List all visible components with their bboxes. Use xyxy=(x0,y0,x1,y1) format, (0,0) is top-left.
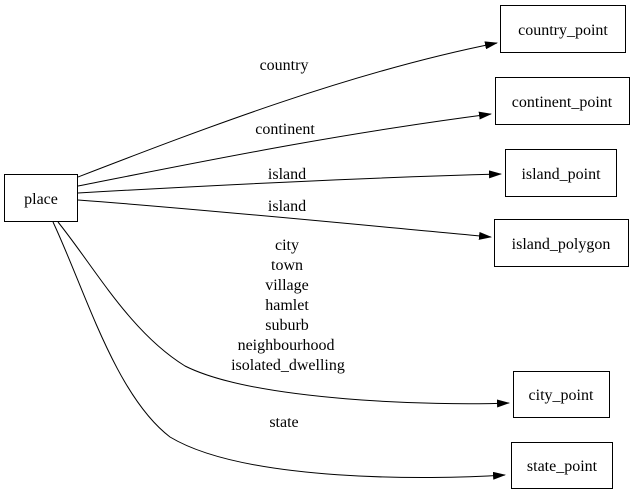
node-island-polygon: island_polygon xyxy=(494,219,629,267)
node-state-point-box xyxy=(511,442,613,489)
node-island-polygon-label: island_polygon xyxy=(512,236,611,253)
node-continent-point-box xyxy=(495,77,630,125)
node-continent-point-label: continent_point xyxy=(512,94,613,111)
node-country-point-box xyxy=(500,5,626,53)
edge-place-continent-point xyxy=(77,111,492,187)
edge-place-state-point xyxy=(52,221,506,480)
node-state-point: state_point xyxy=(511,442,613,489)
edge-label-hamlet: hamlet xyxy=(265,297,309,314)
node-city-point-label: city_point xyxy=(529,387,594,404)
edge-label-continent: continent xyxy=(255,121,315,138)
edge-label-neighbourhood: neighbourhood xyxy=(238,337,335,354)
node-island-polygon-box xyxy=(494,219,629,267)
edge-label-suburb: suburb xyxy=(265,317,309,334)
node-country-point-label: country_point xyxy=(518,22,608,39)
edge-label-island-1: island xyxy=(268,166,306,183)
node-city-point-box xyxy=(513,371,610,418)
node-island-point-label: island_point xyxy=(521,166,601,183)
edge-place-country-point xyxy=(77,41,498,178)
edge-label-island-2: island xyxy=(268,198,306,215)
edge-label-country: country xyxy=(260,57,309,74)
node-state-point-label: state_point xyxy=(527,458,598,475)
edge-place-island-polygon xyxy=(77,199,492,240)
node-place-label: place xyxy=(24,191,58,208)
node-city-point: city_point xyxy=(513,371,610,418)
edge-label-state: state xyxy=(269,414,298,431)
node-continent-point: continent_point xyxy=(495,77,630,125)
node-place-box xyxy=(4,174,78,222)
edge-label-town: town xyxy=(271,257,303,274)
edge-label-city: city xyxy=(275,237,299,254)
edge-place-city-point xyxy=(57,221,510,408)
node-island-point-box xyxy=(505,149,617,197)
node-country-point: country_point xyxy=(500,5,626,53)
edge-label-isolated-dwelling: isolated_dwelling xyxy=(231,357,345,374)
node-place: place xyxy=(4,174,78,222)
edge-label-city-group: city town village hamlet suburb neighbou… xyxy=(231,237,345,374)
edge-place-island-point xyxy=(77,170,502,194)
node-island-point: island_point xyxy=(505,149,617,197)
edge-label-village: village xyxy=(265,277,309,294)
